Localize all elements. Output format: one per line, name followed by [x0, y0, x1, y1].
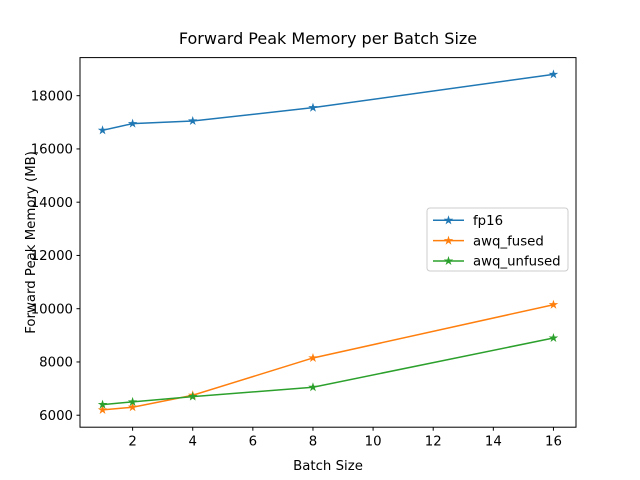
- marker-fp16: [187, 115, 198, 126]
- y-tick-label: 10000: [31, 302, 73, 317]
- marker-fp16: [127, 118, 138, 128]
- marker-awq_unfused: [187, 391, 198, 401]
- x-tick-label: 16: [545, 435, 562, 450]
- x-tick-label: 8: [309, 435, 317, 450]
- legend-entry-awq_unfused: awq_unfused: [433, 255, 561, 270]
- axes-frame: [79, 57, 577, 428]
- series-fp16: [97, 69, 559, 135]
- marker-fp16: [308, 102, 318, 112]
- series-line-awq_fused: [101, 303, 555, 411]
- marker-awq_unfused: [97, 399, 108, 409]
- x-tick-label: 4: [188, 435, 196, 450]
- marker-fp16: [548, 69, 559, 79]
- x-tick-label: 6: [249, 435, 257, 450]
- x-tick-label: 10: [365, 435, 382, 450]
- legend-entry-fp16: fp16: [433, 214, 503, 229]
- legend-marker-fp16: [443, 215, 454, 225]
- legend-marker-awq_fused: [443, 235, 454, 245]
- chart-title: Forward Peak Memory per Batch Size: [179, 29, 477, 48]
- x-tick-label: 14: [485, 435, 502, 450]
- y-tick-label: 16000: [31, 143, 73, 158]
- marker-fp16: [97, 125, 108, 135]
- y-tick-label: 12000: [31, 249, 73, 264]
- marker-awq_unfused: [548, 333, 559, 343]
- legend-entry-awq_fused: awq_fused: [433, 234, 544, 249]
- plot-area: 2 4 6 8 10 12 14 16 6000 8000 10000 12000 14000 16000…: [31, 57, 577, 450]
- series-awq_fused: [97, 299, 559, 414]
- legend-marker-awq_unfused: [443, 256, 454, 266]
- marker-awq_fused: [548, 299, 559, 309]
- series-line-awq_unfused: [101, 337, 555, 406]
- y-tick-label: 6000: [39, 409, 73, 424]
- legend-box: [426, 207, 569, 272]
- series-awq_unfused: [97, 333, 559, 409]
- marker-awq_unfused: [127, 396, 138, 406]
- legend: fp16 awq_fused awq_unfused: [426, 207, 569, 272]
- x-tick-label: 12: [425, 435, 442, 450]
- marker-awq_fused: [97, 404, 108, 414]
- legend-label-awq_fused: awq_fused: [473, 234, 544, 249]
- y-tick-label: 14000: [31, 196, 73, 211]
- y-axis-label: Forward Peak Memory (MB): [24, 151, 39, 334]
- x-axis-label: Batch Size: [293, 459, 363, 474]
- y-tick-label: 8000: [39, 356, 73, 371]
- legend-label-fp16: fp16: [473, 214, 503, 229]
- x-tick-label: 2: [128, 435, 136, 450]
- legend-label-awq_unfused: awq_unfused: [473, 255, 561, 270]
- marker-awq_fused: [308, 352, 318, 363]
- marker-awq_unfused: [308, 382, 318, 392]
- series-line-fp16: [101, 73, 555, 132]
- y-tick-label: 18000: [31, 89, 73, 104]
- marker-awq_fused: [127, 402, 138, 412]
